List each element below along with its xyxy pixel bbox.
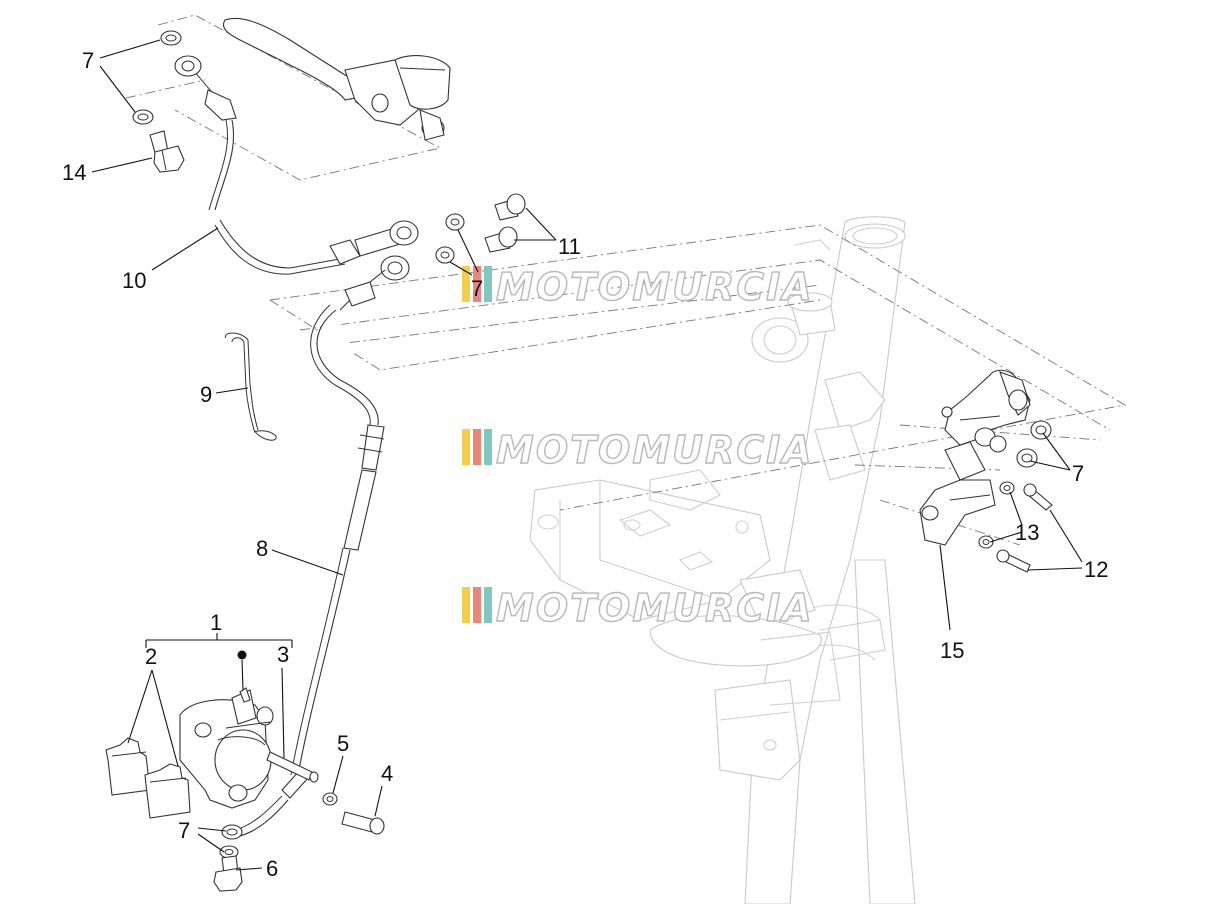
brake-caliper[interactable] xyxy=(179,687,274,809)
watermark-stripe-red xyxy=(473,587,481,623)
banjo-bolt[interactable] xyxy=(149,130,185,173)
copper-washer-11a[interactable] xyxy=(445,213,465,231)
caliper-banjo-bolt[interactable] xyxy=(213,855,243,892)
watermark-group-1: MOTOMURCIA xyxy=(462,264,814,310)
watermark-group-3: MOTOMURCIA xyxy=(462,585,814,631)
callout-12: 12 xyxy=(1084,557,1108,582)
banjo-bolt-11b[interactable] xyxy=(484,226,518,253)
washers-7-right[interactable] xyxy=(1016,420,1052,468)
copper-washer-11b[interactable] xyxy=(435,246,455,264)
callout-2: 2 xyxy=(145,644,157,669)
pad-retaining-pin[interactable] xyxy=(266,751,319,783)
watermark-text: MOTOMURCIA xyxy=(496,586,814,630)
banjo-bolt-11a[interactable] xyxy=(494,193,526,221)
bolts-12[interactable] xyxy=(996,483,1053,573)
lower-brake-hose[interactable] xyxy=(235,255,410,837)
callout-7-middle: 7 xyxy=(471,276,483,301)
callout-8: 8 xyxy=(256,536,268,561)
callout-6: 6 xyxy=(266,856,278,881)
caliper-bolt[interactable] xyxy=(341,811,385,835)
watermark-stripe-teal xyxy=(484,587,492,623)
watermark-stripe-red xyxy=(473,429,481,465)
watermark-stripe-teal xyxy=(484,429,492,465)
callout-10: 10 xyxy=(122,268,146,293)
copper-washer-lower[interactable] xyxy=(132,109,154,125)
callout-13: 13 xyxy=(1015,520,1039,545)
callout-7-bottom: 7 xyxy=(178,818,190,843)
callout-14: 14 xyxy=(62,160,86,185)
master-cylinder-lever[interactable] xyxy=(222,17,451,141)
callout-7-right: 7 xyxy=(1072,461,1084,486)
callout-9: 9 xyxy=(200,382,212,407)
callout-3: 3 xyxy=(277,642,289,667)
copper-washer-upper[interactable] xyxy=(160,30,182,46)
frame-background xyxy=(529,216,916,904)
callout-11: 11 xyxy=(558,234,581,259)
brake-pad-front[interactable] xyxy=(105,737,151,796)
callout-7-top-left: 7 xyxy=(82,48,94,73)
watermark-stripe-yellow xyxy=(462,587,470,623)
reference-dot xyxy=(237,650,247,660)
rear-brake-master-cylinder[interactable] xyxy=(919,369,1031,546)
callout-5: 5 xyxy=(337,731,349,756)
hose-clip[interactable] xyxy=(224,332,277,441)
callout-4: 4 xyxy=(381,761,393,786)
brake-pad-rear[interactable] xyxy=(144,763,191,819)
caliper-washer[interactable] xyxy=(322,792,338,806)
washers-13[interactable] xyxy=(978,481,1015,549)
leader-lines xyxy=(91,39,1083,871)
watermark-text: MOTOMURCIA xyxy=(496,428,814,472)
callout-1: 1 xyxy=(210,610,222,635)
callout-labels: 7 14 10 11 7 9 8 1 2 3 5 4 7 6 7 13 12 1… xyxy=(62,48,1108,881)
callout-15: 15 xyxy=(940,638,964,663)
watermark-stripe-teal xyxy=(484,266,492,302)
caliper-banjo-washers[interactable] xyxy=(219,824,243,859)
upper-brake-hose[interactable] xyxy=(174,55,419,275)
watermark-group-2: MOTOMURCIA xyxy=(462,427,814,473)
watermark-stripe-yellow xyxy=(462,429,470,465)
watermark-text: MOTOMURCIA xyxy=(496,265,814,309)
watermark-stripe-red xyxy=(473,266,481,302)
watermark-stripe-yellow xyxy=(462,266,470,302)
